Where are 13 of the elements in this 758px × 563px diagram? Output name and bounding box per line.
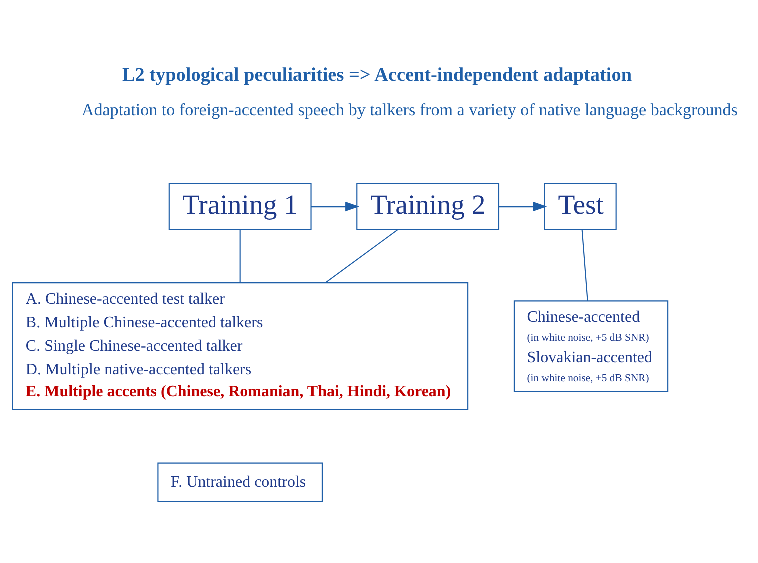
connector xyxy=(582,229,588,301)
arrow xyxy=(499,201,548,212)
node-box: Training 1 xyxy=(168,182,312,230)
node-box: F. Untrained controls xyxy=(158,462,323,502)
connector xyxy=(240,229,241,283)
arrow xyxy=(311,201,360,212)
node-box: A. Chinese-accented test talker B. Multiple Chinese-accented talkers C. Single Chinese-accented talker D. Multiple native-accented talkers E. Multiple accents (Chinese, Romanian, Thai, Hindi, Korean) xyxy=(12,282,469,410)
label: Adaptation to foreign-accented speech by talkers from a variety of native language backgrounds xyxy=(82,100,738,119)
diagram-title: L2 typological peculiarities => Accent-independent adaptation xyxy=(122,64,632,86)
node-box: Chinese-accented (in white noise, +5 dB SNR) Slovakian-accented (in white noise, +5 dB SNR) xyxy=(514,300,669,392)
connector xyxy=(325,229,398,283)
node-box: Test xyxy=(544,182,617,230)
node-box: Training 2 xyxy=(356,182,500,230)
